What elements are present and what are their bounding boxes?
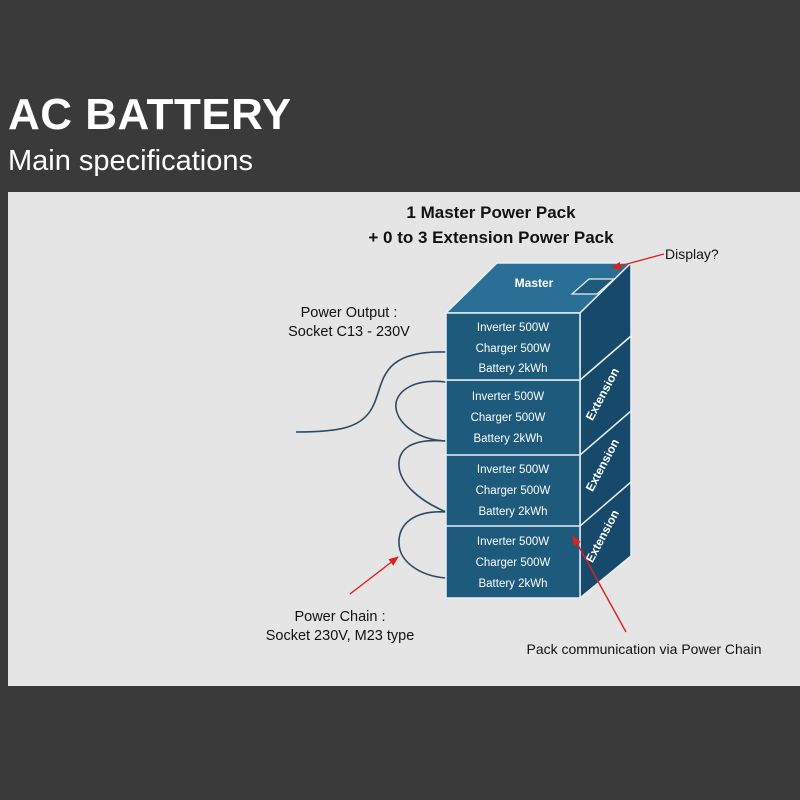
pack-front xyxy=(445,451,581,527)
slide-title: AC BATTERY xyxy=(8,90,292,139)
pack-front xyxy=(445,312,581,381)
spec-charger: Charger 500W xyxy=(476,343,551,355)
spec-battery: Battery 2kWh xyxy=(473,433,542,445)
spec-charger: Charger 500W xyxy=(476,557,551,569)
power-output-label-line1: Power Output : xyxy=(301,305,398,321)
pack-communication-arrow xyxy=(572,535,627,633)
pack-front xyxy=(445,522,581,599)
spec-charger: Charger 500W xyxy=(471,412,546,424)
power-output-label-line2: Socket C13 - 230V xyxy=(288,324,410,340)
spec-battery: Battery 2kWh xyxy=(478,363,547,375)
spec-inverter: Inverter 500W xyxy=(477,322,549,334)
spec-inverter: Inverter 500W xyxy=(472,391,544,403)
power-chain-loop-1 xyxy=(395,380,447,442)
slide-header: AC BATTERY Main specifications xyxy=(8,88,292,178)
power-chain-arrow xyxy=(349,556,399,595)
spec-battery: Battery 2kWh xyxy=(478,506,547,518)
power-chain-loop-3 xyxy=(398,511,447,579)
master-label: Master xyxy=(515,276,554,290)
spec-battery: Battery 2kWh xyxy=(478,578,547,590)
diagram-heading-line2: + 0 to 3 Extension Power Pack xyxy=(368,228,614,247)
diagram-panel xyxy=(8,192,800,686)
spec-charger: Charger 500W xyxy=(476,485,551,497)
display-label: Display? xyxy=(665,246,719,262)
pack-front xyxy=(445,379,581,456)
power-chain-label-line1: Power Chain : xyxy=(294,609,385,625)
spec-inverter: Inverter 500W xyxy=(477,536,549,548)
power-cables xyxy=(295,351,447,579)
diagram-heading-line1: 1 Master Power Pack xyxy=(406,203,576,222)
spec-inverter: Inverter 500W xyxy=(477,464,549,476)
display-arrow xyxy=(611,253,665,270)
slide-subtitle: Main specifications xyxy=(8,145,253,177)
extension-pack-3: Inverter 500W Charger 500W Battery 2kWh … xyxy=(445,477,632,600)
power-chain-label-line2: Socket 230V, M23 type xyxy=(266,628,415,644)
display-window xyxy=(570,278,616,295)
pack-communication-label: Pack communication via Power Chain xyxy=(527,641,762,657)
power-output-cable xyxy=(295,351,447,433)
master-pack: Master Inverter 500W Charger 500W Batter… xyxy=(444,261,633,382)
power-chain-loop-2 xyxy=(398,439,447,513)
